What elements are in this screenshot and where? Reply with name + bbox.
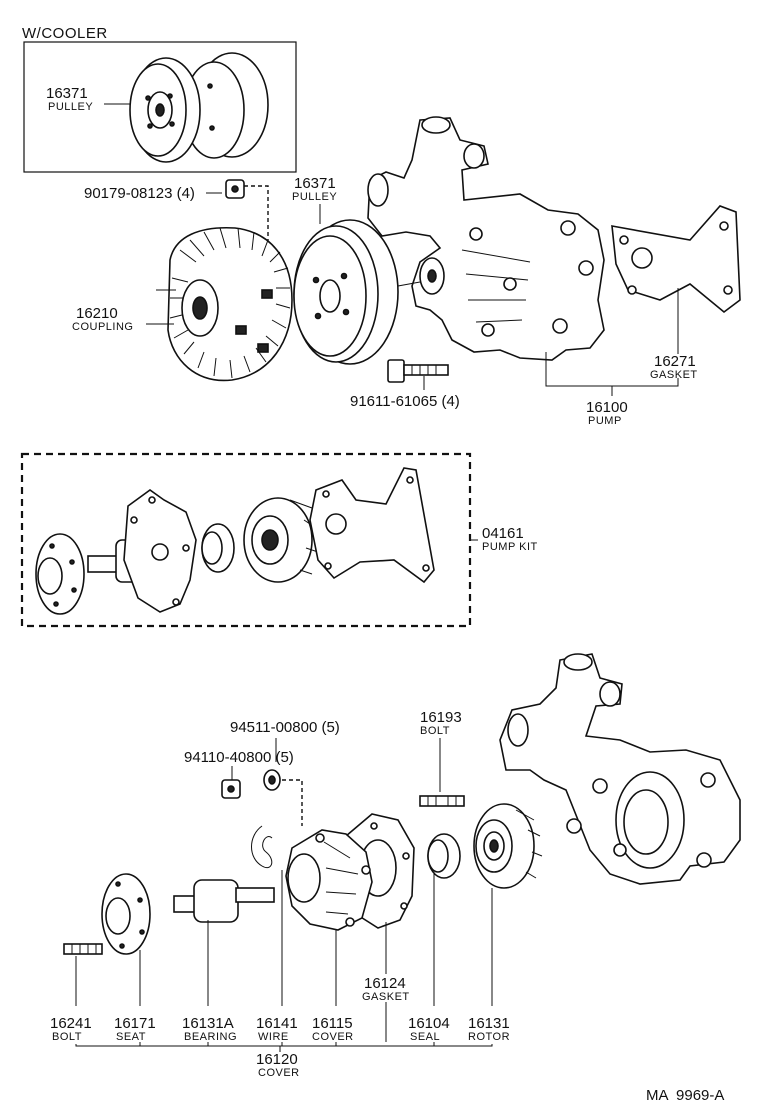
bolt-top-drawing[interactable] — [419, 795, 465, 807]
wire-drawing[interactable] — [251, 825, 273, 868]
cover-assembly-number[interactable]: 16120 — [256, 1051, 298, 1068]
bottom-labels: 16241 BOLT 16171 SEAT 16131A BEARING 161… — [50, 1015, 510, 1043]
cover-gasket-number[interactable]: 16124 — [364, 975, 406, 992]
bolt-bottom-drawing[interactable] — [63, 943, 103, 955]
cooler-pulley-label: PULLEY — [48, 101, 93, 113]
bolt-top-label: BOLT — [420, 725, 450, 737]
gasket-label: GASKET — [650, 369, 698, 381]
rotor-drawing[interactable] — [473, 803, 543, 889]
gasket-number[interactable]: 16271 — [654, 353, 696, 370]
housing-drawing[interactable] — [499, 653, 741, 885]
nut-bottom-number[interactable]: 94110-40800 (5) — [184, 749, 294, 766]
cover-drawing[interactable] — [285, 829, 373, 931]
part-number-3[interactable]: 16141 — [256, 1015, 298, 1032]
cover-assembly-label: COVER — [258, 1067, 300, 1079]
seat-drawing[interactable] — [101, 873, 151, 955]
washer-dash-line — [282, 779, 303, 826]
pulley-drawing[interactable] — [293, 219, 399, 365]
part-label-2: BEARING — [184, 1031, 237, 1043]
cooler-box — [23, 41, 297, 173]
part-label-0: BOLT — [52, 1031, 82, 1043]
gasket-drawing[interactable] — [611, 205, 741, 314]
coupling-number[interactable]: 16210 — [76, 305, 118, 322]
part-label-3: WIRE — [258, 1031, 289, 1043]
pulley-number[interactable]: 16371 — [294, 175, 336, 192]
washer-number[interactable]: 94511-00800 (5) — [230, 719, 340, 736]
part-number-2[interactable]: 16131A — [182, 1015, 234, 1032]
pump-drawing[interactable] — [367, 116, 605, 361]
part-number-6[interactable]: 16131 — [468, 1015, 510, 1032]
bolt-drawing[interactable] — [387, 359, 449, 383]
bearing-drawing[interactable] — [173, 879, 275, 923]
pump-number[interactable]: 16100 — [586, 399, 628, 416]
cooler-pulley-drawing[interactable] — [129, 52, 269, 163]
coupling-label: COUPLING — [72, 321, 133, 333]
pump-kit-label: PUMP KIT — [482, 541, 538, 553]
cover-bracket — [75, 1044, 493, 1047]
pump-kit-number[interactable]: 04161 — [482, 525, 524, 542]
pump-label: PUMP — [588, 415, 622, 427]
part-number-1[interactable]: 16171 — [114, 1015, 156, 1032]
figure-id: MA 9969-A — [646, 1087, 724, 1104]
bolt-top-number[interactable]: 16193 — [420, 709, 462, 726]
nut-dash-line — [244, 185, 269, 244]
coupling-drawing[interactable] — [156, 226, 293, 382]
cooler-pulley-number[interactable]: 16371 — [46, 85, 88, 102]
bolt-number[interactable]: 91611-61065 (4) — [350, 393, 460, 410]
part-label-4: COVER — [312, 1031, 354, 1043]
part-number-5[interactable]: 16104 — [408, 1015, 450, 1032]
nut-drawing[interactable] — [225, 179, 245, 199]
pulley-label: PULLEY — [292, 191, 337, 203]
part-number-0[interactable]: 16241 — [50, 1015, 92, 1032]
seal-drawing[interactable] — [427, 833, 461, 879]
pump-kit-parts[interactable] — [35, 467, 435, 615]
nut-number[interactable]: 90179-08123 (4) — [84, 185, 195, 202]
part-label-6: ROTOR — [468, 1031, 510, 1043]
nut-bottom-drawing[interactable] — [221, 779, 241, 799]
part-label-5: SEAL — [410, 1031, 440, 1043]
part-label-1: SEAT — [116, 1031, 146, 1043]
washer-drawing[interactable] — [263, 769, 281, 791]
cover-gasket-label: GASKET — [362, 991, 410, 1003]
cooler-section-title: W/COOLER — [22, 25, 108, 42]
part-number-4[interactable]: 16115 — [312, 1015, 353, 1032]
